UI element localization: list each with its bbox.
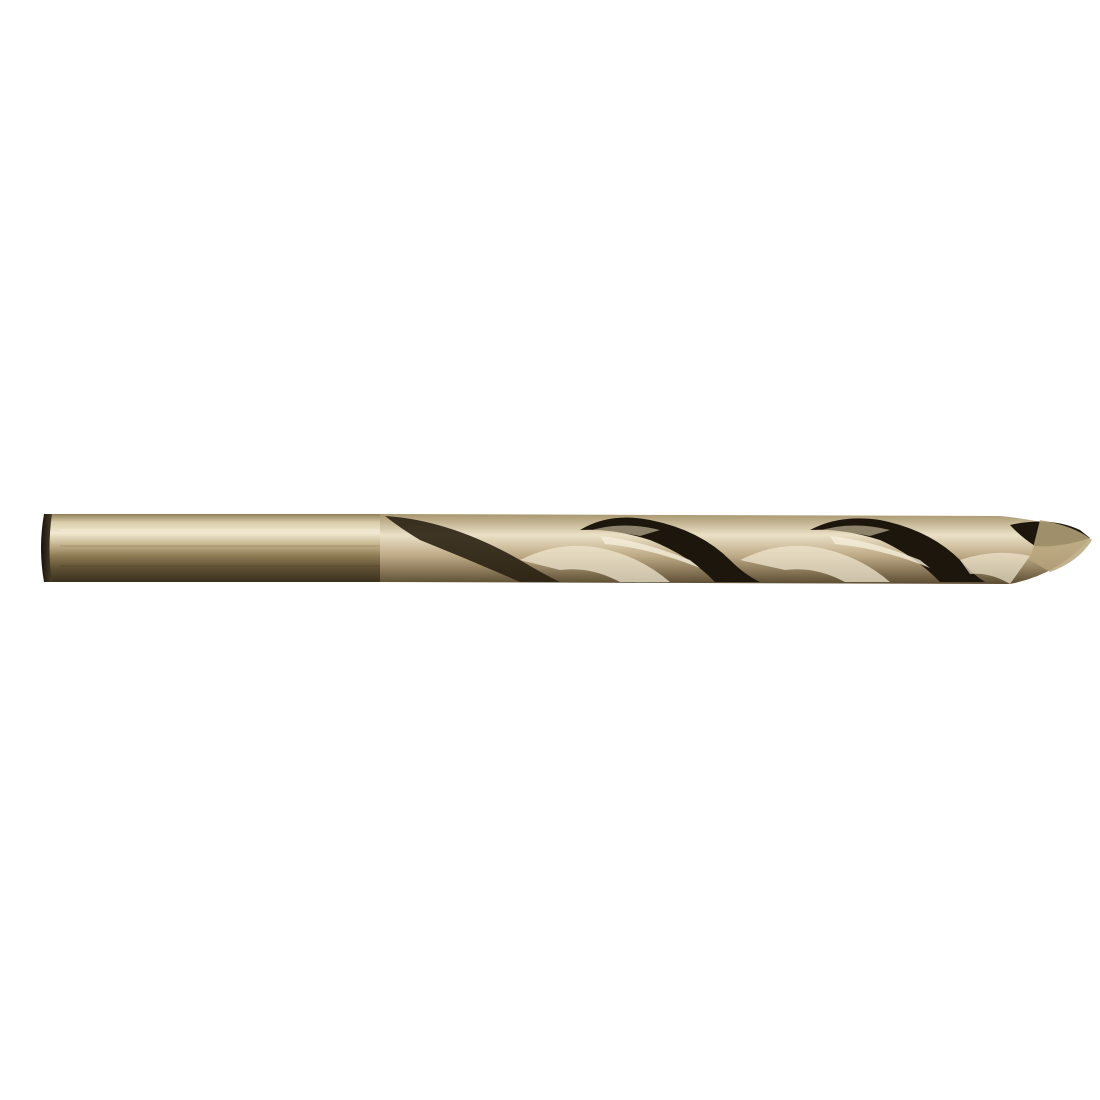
drill-tip bbox=[1030, 520, 1092, 572]
drill-shank bbox=[44, 514, 394, 582]
shank-end-cap bbox=[41, 514, 52, 582]
drill-flutes bbox=[380, 514, 1090, 584]
